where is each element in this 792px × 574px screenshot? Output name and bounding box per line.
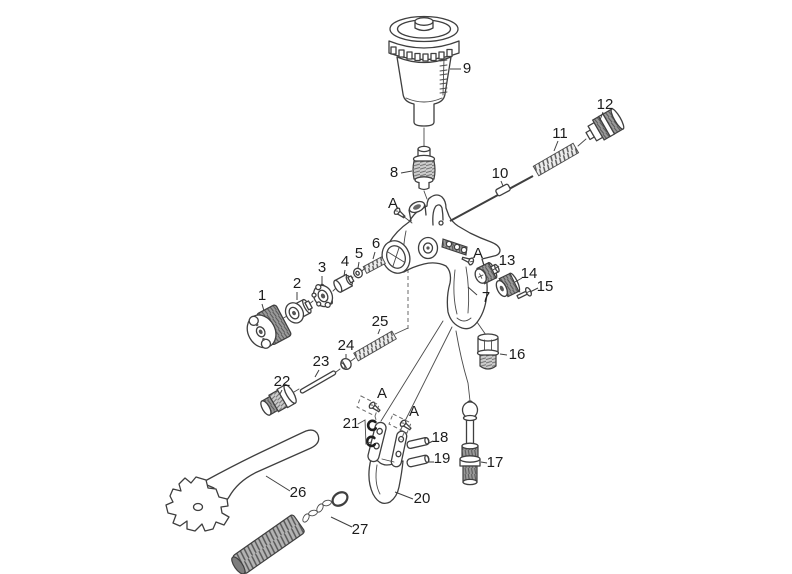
hanging-hook (432, 204, 444, 226)
callout-26: 26 (290, 484, 307, 501)
part-4-nozzle-insert (333, 273, 355, 293)
part-25-spring (353, 330, 397, 362)
callout-5: 5 (355, 245, 363, 262)
callout-18: 18 (432, 429, 449, 446)
part-9-paint-cup (388, 15, 460, 127)
letter-a-trigger-left: A (377, 385, 387, 402)
callout-20: 20 (414, 490, 431, 507)
callout-4: 4 (341, 253, 349, 270)
callout-22: 22 (274, 373, 291, 390)
trigger-screw-markers (356, 395, 414, 441)
brush-hang-loop (331, 491, 349, 507)
callout-17: 17 (487, 454, 504, 471)
part-27-cleaning-brush (231, 491, 349, 574)
callout-19: 19 (434, 450, 451, 467)
callout-27: 27 (352, 521, 369, 538)
part-23-adjuster-rod (299, 370, 337, 394)
callout-1: 1 (258, 287, 266, 304)
part-16-air-inlet-nipple (476, 333, 500, 370)
callout-6: 6 (372, 235, 380, 252)
callout-16: 16 (509, 346, 526, 363)
callout-14: 14 (521, 265, 538, 282)
part-13-air-valve (474, 261, 500, 285)
part-3-baffle-ring (311, 283, 334, 308)
part-14-valve-knob (495, 272, 521, 298)
part-8-fluid-fitting (412, 145, 436, 191)
part-12-fluid-adjust-knob (585, 108, 625, 142)
callout-9: 9 (463, 60, 471, 77)
callout-8: 8 (390, 164, 398, 181)
callout-24: 24 (338, 337, 355, 354)
callout-2: 2 (293, 275, 301, 292)
part-20-trigger (367, 421, 408, 505)
cup-scale-marks (439, 57, 448, 96)
callout-15: 15 (537, 278, 554, 295)
part-19-pin (406, 454, 430, 468)
part-2-fluid-nozzle (284, 298, 313, 324)
leader-lines (261, 68, 604, 528)
callout-7: 7 (482, 289, 490, 306)
callout-25: 25 (372, 313, 389, 330)
part-6-spring (362, 256, 386, 274)
letter-a-trigger-right: A (409, 403, 419, 420)
letter-a-gun-left: A (388, 195, 398, 212)
letter-a-gun-right: A (473, 245, 483, 262)
part-10-fluid-needle (449, 175, 534, 222)
callout-21: 21 (343, 415, 360, 432)
part-24-nut (340, 357, 352, 371)
callout-11: 11 (552, 125, 568, 142)
callout-12: 12 (597, 96, 614, 113)
part-18-pin (406, 436, 430, 450)
fluid-inlet-boss (408, 200, 427, 222)
callout-3: 3 (318, 259, 326, 276)
part-15-valve-screw (516, 286, 533, 300)
callout-13: 13 (499, 252, 516, 269)
part-26-wrench (165, 429, 320, 532)
callout-23: 23 (313, 353, 330, 370)
callout-10: 10 (492, 165, 509, 182)
part-5-seal-ball (353, 267, 363, 279)
part-21-e-clips (357, 419, 377, 448)
part-7-gun-body (381, 194, 501, 330)
callout-labels: 1 2 3 4 5 6 7 8 9 10 11 12 13 14 15 16 1… (258, 60, 614, 538)
gun-screw-markers (392, 206, 476, 267)
part-17-packing-assembly (459, 400, 481, 486)
part-11-needle-spring (532, 142, 580, 177)
part-1-air-cap (246, 304, 292, 349)
